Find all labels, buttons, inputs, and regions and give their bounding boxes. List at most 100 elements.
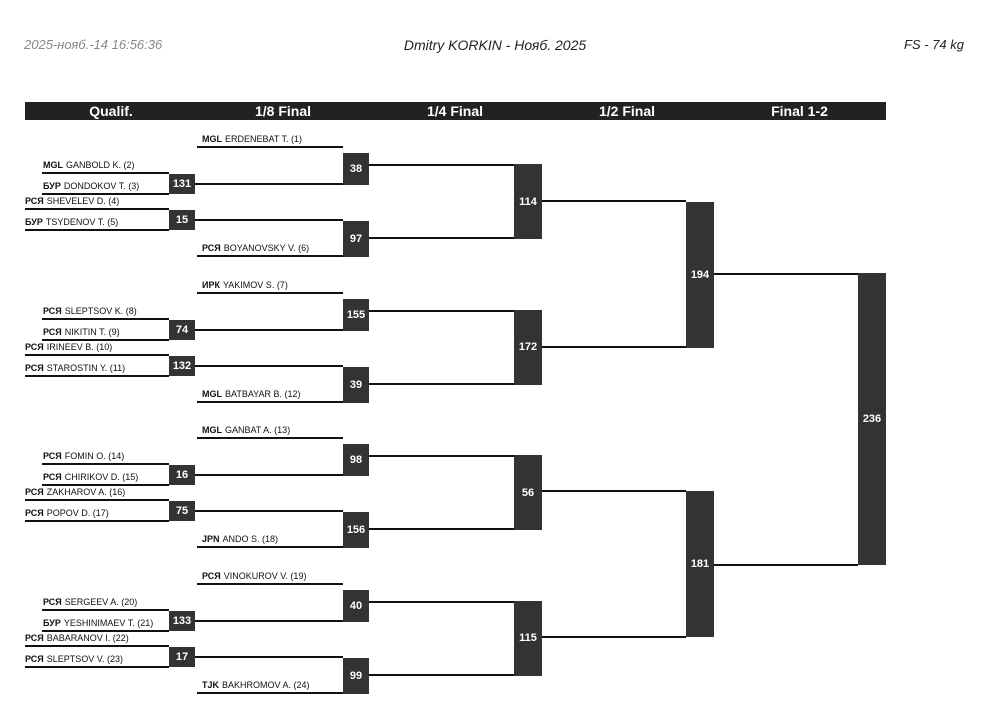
bracket-line — [195, 655, 343, 658]
athlete-name: CHIRIKOV D. (15) — [64, 472, 139, 482]
athlete-country: РСЯ — [43, 305, 62, 316]
bracket-line — [542, 490, 686, 492]
round-label-final: Final 1-2 — [771, 103, 828, 119]
bracket-line — [195, 510, 343, 512]
athlete-country: РСЯ — [25, 508, 44, 518]
athlete-country: РСЯ — [25, 341, 44, 352]
athlete-country: JPN — [202, 534, 220, 544]
qualif-bout-box: 17 — [169, 646, 195, 667]
bracket-line — [195, 328, 343, 331]
athlete-country: РСЯ — [43, 472, 62, 482]
athlete-name: SERGEEV A. (20) — [64, 596, 138, 607]
bracket-line — [42, 463, 169, 465]
bracket-line — [42, 317, 169, 320]
bracket-line — [369, 673, 514, 676]
bracket-line — [369, 309, 514, 312]
athlete-name: POPOV D. (17) — [46, 508, 109, 518]
athlete-name: SLEPTSOV K. (8) — [64, 305, 137, 316]
eighth-final-bout-box: 99 — [343, 657, 369, 694]
bracket-line — [369, 455, 514, 457]
athlete-name: BAKHROMOV A. (24) — [222, 679, 310, 690]
bracket-line — [25, 644, 169, 647]
athlete-country: БУР — [43, 617, 61, 628]
weight-category: FS - 74 kg — [904, 37, 964, 52]
bracket-line — [42, 608, 169, 611]
bracket-line — [25, 229, 169, 231]
bracket-line — [197, 400, 343, 403]
athlete-country: MGL — [202, 425, 222, 435]
bracket-line — [197, 691, 343, 694]
bracket-line — [25, 208, 169, 210]
athlete-name: ANDO S. (18) — [222, 534, 279, 544]
bracket-line — [197, 546, 343, 548]
athlete-name: BABARANOV I. (22) — [46, 632, 129, 643]
athlete-country: БУР — [43, 181, 61, 191]
bracket-line — [42, 193, 169, 195]
athlete-country: РСЯ — [25, 487, 44, 497]
bracket-line — [195, 183, 343, 185]
athlete-country: БУР — [25, 217, 43, 227]
qualif-bout-box: 132 — [169, 355, 195, 376]
bracket-line — [25, 499, 169, 501]
bracket-line — [542, 636, 686, 638]
eighth-final-bout-box: 98 — [343, 444, 369, 476]
athlete-name: GANBAT A. (13) — [225, 425, 291, 435]
athlete-country: РСЯ — [25, 196, 44, 206]
bracket-line — [42, 484, 169, 486]
athlete-country: РСЯ — [202, 243, 221, 253]
qualif-bout-box: 74 — [169, 319, 195, 340]
bracket-line — [369, 382, 514, 385]
athlete-name: NIKITIN T. (9) — [64, 326, 120, 337]
bracket-line — [25, 353, 169, 356]
bracket-line — [195, 219, 343, 221]
bracket-line — [42, 629, 169, 632]
bracket-line — [42, 172, 169, 174]
quarter-final-bout-box: 172 — [514, 309, 542, 385]
qualif-bout-box: 16 — [169, 465, 195, 485]
bracket-line — [197, 146, 343, 148]
bracket-line — [714, 273, 858, 275]
athlete-country: ИРК — [202, 279, 220, 290]
eighth-final-bout-box: 38 — [343, 153, 369, 185]
athlete-name: BATBAYAR B. (12) — [225, 388, 301, 399]
athlete-name: IRINEEV B. (10) — [46, 341, 113, 352]
athlete-name: VINOKUROV V. (19) — [223, 570, 307, 581]
qualif-bout-box: 15 — [169, 210, 195, 230]
qualif-bout-box: 75 — [169, 501, 195, 521]
athlete-name: ERDENEBAT T. (1) — [225, 134, 303, 144]
bracket-line — [369, 528, 514, 530]
semi-final-bout-box: 181 — [686, 491, 714, 637]
bracket-line — [25, 665, 169, 668]
round-label-qualif: Qualif. — [89, 103, 133, 119]
athlete-name: GANBOLD K. (2) — [66, 160, 135, 170]
bracket-line — [369, 237, 514, 239]
bracket-line — [369, 164, 514, 166]
bracket-line — [25, 374, 169, 377]
quarter-final-bout-box: 56 — [514, 455, 542, 530]
athlete-name: YESHINIMAEV T. (21) — [63, 617, 154, 628]
qualif-bout-box: 133 — [169, 610, 195, 631]
quarter-final-bout-box: 114 — [514, 164, 542, 239]
bracket-line — [25, 520, 169, 522]
bracket-line — [542, 346, 686, 348]
athlete-country: РСЯ — [25, 653, 44, 664]
athlete-name: SLEPTSOV V. (23) — [46, 653, 123, 664]
athlete-name: BOYANOVSKY V. (6) — [223, 243, 310, 253]
